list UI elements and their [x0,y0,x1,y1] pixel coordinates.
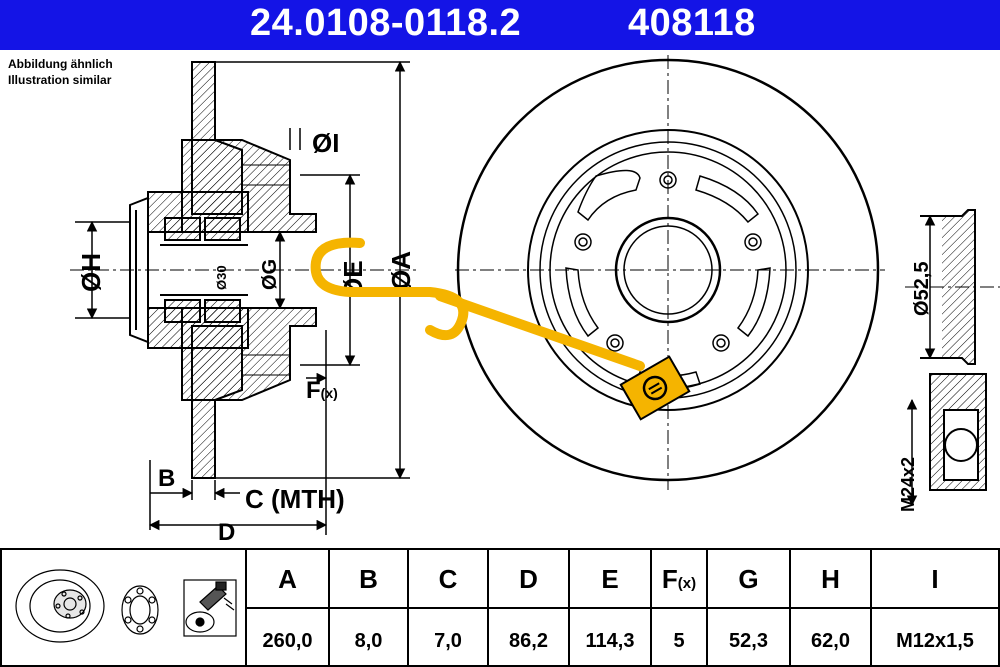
dim-f: F(x) [306,377,338,404]
table-header-f: F(x) [662,564,696,594]
dim-phi-30: Ø30 [214,265,229,290]
column-dividers [328,549,872,666]
center-lines [70,55,1000,490]
table-value-f: 5 [673,630,684,652]
bearing-thumbnail-icon [121,585,159,635]
dim-c: C (MTH) [245,484,345,514]
table-value-d: 86,2 [509,630,548,652]
table-header-d: D [519,564,538,594]
table-header-b: B [359,564,378,594]
spray-can-icon [183,579,237,637]
dim-b: B [158,465,175,492]
table-value-a: 260,0 [262,630,312,652]
reference-number: 408118 [628,2,756,44]
table-header-e: E [601,564,618,594]
disc-thumbnail-icon [15,569,105,643]
spec-table: A B C D E F(x) G H I 260,0 8,0 7,0 86,2 114,3 5 52,3 62… [0,548,1000,667]
ate-logo-icon [619,355,691,421]
header-bar: 24.0108-0118.2 408118 [0,0,1000,50]
nut-drawing [906,209,987,507]
table-values: 260,0 8,0 7,0 86,2 114,3 5 52,3 62,0 M12x1,5 [262,630,973,652]
table-value-c: 7,0 [434,630,462,652]
nut-diameter: Ø52,5 [911,262,933,316]
technical-drawing: ØI ØH Ø30 ØG ØE ØA F(x) B C (MTH) D [70,55,1000,546]
table-header-i: I [931,564,938,594]
dim-phi-g: ØG [259,259,281,290]
dim-phi-h: ØH [76,253,106,292]
illustration-note: Abbildung ähnlich Illustration similar [8,56,113,88]
dimension-labels: ØI ØH Ø30 ØG ØE ØA F(x) B C (MTH) D [76,128,416,546]
table-value-i: M12x1,5 [896,630,974,652]
table-value-b: 8,0 [355,630,383,652]
table-headers: A B C D E F(x) G H I [278,564,939,594]
table-header-c: C [439,564,458,594]
nut-thread: M24x2 [898,457,918,512]
table-value-g: 52,3 [729,630,768,652]
cross-section [129,61,317,479]
dim-phi-a: ØA [386,251,416,290]
bolt-holes [574,171,762,352]
part-number: 24.0108-0118.2 [250,2,522,44]
note-german: Abbildung ähnlich [8,57,113,71]
ate-swoosh [310,237,645,371]
table-header-a: A [278,564,297,594]
dimension-lines [75,60,410,535]
table-header-h: H [821,564,840,594]
table-header-g: G [738,564,758,594]
table-value-e: 114,3 [586,630,635,652]
dim-phi-i: ØI [312,128,339,158]
table-value-h: 62,0 [811,630,850,652]
note-english: Illustration similar [8,73,112,87]
dim-d: D [218,519,235,546]
